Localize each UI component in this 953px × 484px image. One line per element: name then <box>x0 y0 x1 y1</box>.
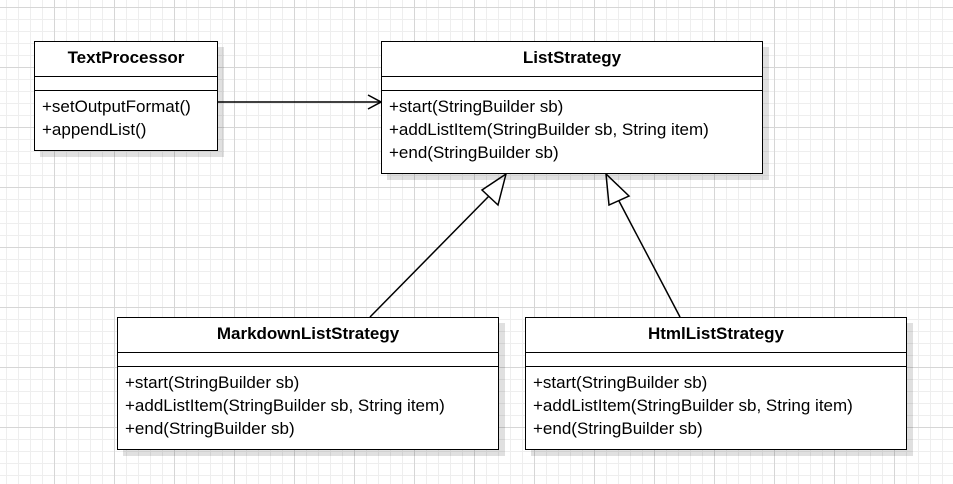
method-append-list: +appendList() <box>42 120 147 139</box>
attributes-compartment <box>526 353 906 367</box>
method-add-list-item: +addListItem(StringBuilder sb, String it… <box>125 396 445 415</box>
textprocessor-class[interactable]: TextProcessor +setOutputFormat() +append… <box>34 41 218 151</box>
method-end: +end(StringBuilder sb) <box>533 419 703 438</box>
method-start: +start(StringBuilder sb) <box>389 97 564 116</box>
method-set-output-format: +setOutputFormat() <box>42 97 191 116</box>
markdownliststrategy-class[interactable]: MarkdownListStrategy +start(StringBuilde… <box>117 317 499 450</box>
method-start: +start(StringBuilder sb) <box>125 373 300 392</box>
method-end: +end(StringBuilder sb) <box>389 143 559 162</box>
class-name: MarkdownListStrategy <box>118 318 498 353</box>
liststrategy-class[interactable]: ListStrategy +start(StringBuilder sb) +a… <box>381 41 763 174</box>
htmlliststrategy-class[interactable]: HtmlListStrategy +start(StringBuilder sb… <box>525 317 907 450</box>
class-name: TextProcessor <box>35 42 217 77</box>
class-name: ListStrategy <box>382 42 762 77</box>
generalization-line-markdown[interactable] <box>369 194 491 318</box>
attributes-compartment <box>382 77 762 91</box>
attributes-compartment <box>35 77 217 91</box>
method-add-list-item: +addListItem(StringBuilder sb, String it… <box>533 396 853 415</box>
methods-compartment: +start(StringBuilder sb) +addListItem(St… <box>382 91 762 164</box>
generalization-line-html[interactable] <box>618 200 681 318</box>
methods-compartment: +start(StringBuilder sb) +addListItem(St… <box>526 367 906 440</box>
generalization-triangle-markdown <box>480 172 508 207</box>
method-add-list-item: +addListItem(StringBuilder sb, String it… <box>389 120 709 139</box>
methods-compartment: +start(StringBuilder sb) +addListItem(St… <box>118 367 498 440</box>
generalization-triangle-html <box>605 172 631 207</box>
method-start: +start(StringBuilder sb) <box>533 373 708 392</box>
class-name: HtmlListStrategy <box>526 318 906 353</box>
methods-compartment: +setOutputFormat() +appendList() <box>35 91 217 141</box>
attributes-compartment <box>118 353 498 367</box>
method-end: +end(StringBuilder sb) <box>125 419 295 438</box>
